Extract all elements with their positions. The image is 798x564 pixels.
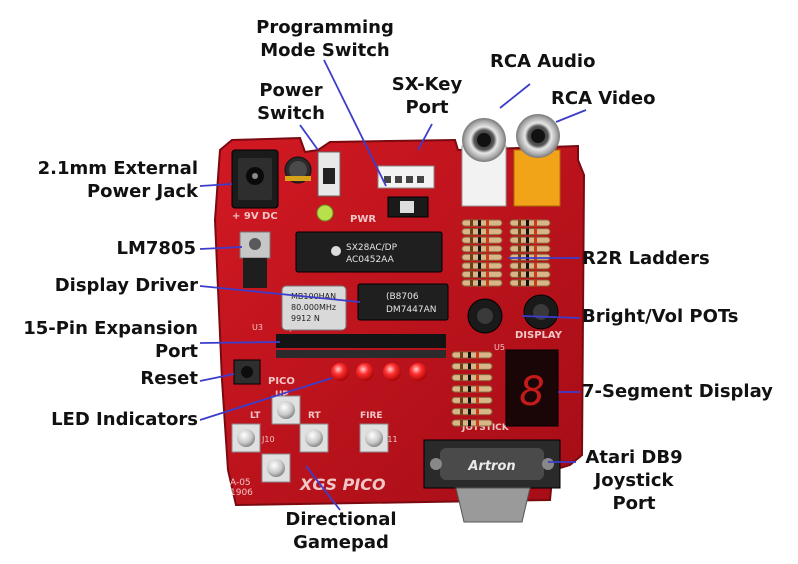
svg-text:8: 8 (519, 369, 544, 415)
svg-text:Artron: Artron (467, 459, 515, 474)
svg-text:(B8706: (B8706 (386, 292, 419, 302)
lm7805-regulator (239, 231, 271, 288)
silk-j10: J10 (261, 435, 275, 444)
power-led (316, 204, 334, 222)
rca-video-jack (513, 114, 561, 207)
reset-button-part (233, 359, 261, 385)
silk-year: 1906 (230, 488, 253, 498)
label-lm7805: LM7805 (116, 238, 196, 259)
programming-switch-part (387, 196, 429, 218)
silk-pwr: PWR (350, 214, 376, 225)
power-switch-part (317, 151, 341, 197)
silk-title: XGS PICO (299, 475, 386, 494)
crystal-oscillator: MB100HAN 80.000MHz 9912 N (281, 285, 347, 331)
silk-pico: PICO (268, 376, 295, 387)
label-atari-db9: Atari DB9 Joystick Port (585, 447, 683, 514)
silk-rt: RT (308, 411, 322, 421)
label-bright-vol-pots: Bright/Vol POTs (582, 306, 739, 327)
silk-j11: J11 (384, 435, 398, 444)
svg-text:DM7447AN: DM7447AN (386, 305, 437, 315)
label-rca-audio: RCA Audio (490, 51, 596, 72)
silk-joystick: JOYSTICK (461, 423, 510, 433)
silk-lt: LT (250, 411, 261, 421)
sx28-microcontroller: SX28AC/DP AC0452AA (295, 231, 443, 273)
svg-text:9912 N: 9912 N (291, 314, 320, 323)
label-reset: Reset (140, 368, 198, 389)
svg-text:80.000MHz: 80.000MHz (291, 303, 336, 312)
expansion-header (276, 334, 446, 358)
display-driver-chip: (B8706 DM7447AN (357, 283, 449, 321)
silk-fire: FIRE (360, 411, 383, 421)
label-programming-mode-switch: Programming Mode Switch (256, 17, 394, 61)
label-display-driver: Display Driver (54, 275, 198, 296)
svg-text:SX28AC/DP: SX28AC/DP (346, 243, 398, 253)
label-power-switch: Power Switch (257, 80, 325, 124)
electrolytic-capacitor (284, 156, 312, 184)
sxkey-header-part (377, 165, 435, 189)
potentiometers-part (467, 294, 559, 334)
silk-u5: U5 (494, 343, 505, 352)
seven-segment-display-part: 8 (505, 349, 559, 427)
label-seven-segment-display: 7-Segment Display (582, 381, 773, 402)
power-jack (231, 149, 279, 209)
db9-connector-part: Artron (423, 439, 561, 523)
rca-audio-jack (461, 118, 507, 207)
svg-text:AC0452AA: AC0452AA (346, 255, 395, 265)
label-directional-gamepad: Directional Gamepad (285, 509, 397, 553)
silk-u3: U3 (252, 323, 263, 332)
silk-9vdc: + 9V DC (232, 211, 278, 222)
label-r2r-ladders: R2R Ladders (582, 248, 710, 269)
leader-lines (199, 59, 587, 511)
label-sxkey-port: SX-Key Port (391, 74, 463, 118)
label-external-power-jack: 2.1mm External Power Jack (37, 158, 198, 202)
gamepad-buttons (231, 395, 389, 483)
label-expansion-port: 15-Pin Expansion Port (23, 318, 198, 362)
led-indicators-part (331, 363, 427, 381)
label-led-indicators: LED Indicators (51, 409, 198, 430)
label-rca-video: RCA Video (551, 88, 656, 109)
silk-display: DISPLAY (515, 330, 563, 341)
r2r-resistors (451, 219, 551, 427)
silk-up: UP (275, 390, 289, 400)
silk-ab: A-05 (230, 478, 251, 488)
